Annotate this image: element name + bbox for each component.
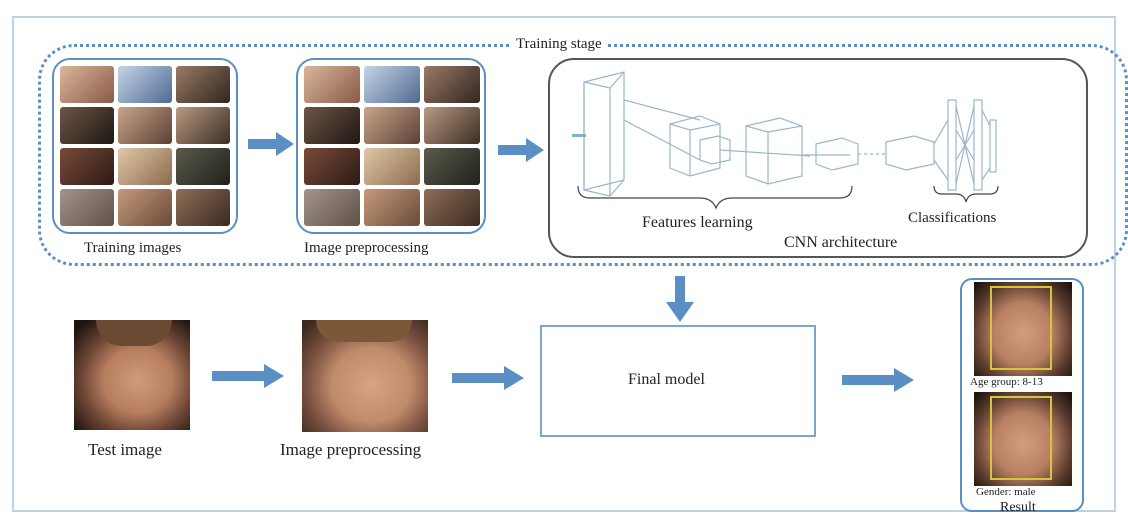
face-detection-box bbox=[990, 396, 1052, 480]
arrow-right-icon bbox=[498, 138, 544, 162]
cnn-architecture-label: CNN architecture bbox=[784, 234, 898, 251]
preprocessed-face-image bbox=[304, 148, 360, 185]
training-face-image bbox=[60, 148, 114, 185]
training-face-image bbox=[60, 189, 114, 226]
test-image bbox=[74, 320, 190, 430]
gender-label: Gender: male bbox=[976, 486, 1036, 498]
preprocessed-face-image bbox=[424, 148, 480, 185]
final-model-label: Final model bbox=[628, 371, 705, 388]
training-face-image bbox=[176, 189, 230, 226]
preprocessed-face-image bbox=[424, 66, 480, 103]
arrow-right-icon bbox=[452, 366, 524, 390]
result-label: Result bbox=[1000, 500, 1036, 515]
test-image-label: Test image bbox=[88, 440, 162, 459]
result-panel: Age group: 8-13 Gender: male bbox=[960, 278, 1084, 512]
result-age-image bbox=[974, 282, 1072, 376]
arrow-right-icon bbox=[842, 368, 914, 392]
arrow-right-icon bbox=[212, 364, 284, 388]
preprocessed-face-image bbox=[304, 189, 360, 226]
test-image-hair bbox=[96, 320, 172, 346]
training-face-image bbox=[118, 107, 172, 144]
features-brace bbox=[577, 185, 853, 210]
training-face-image bbox=[176, 107, 230, 144]
training-face-image bbox=[118, 66, 172, 103]
preprocessed-face-image bbox=[364, 66, 420, 103]
face-detection-box bbox=[990, 286, 1052, 370]
preprocessed-face-image bbox=[304, 66, 360, 103]
training-stage-title: Training stage bbox=[512, 36, 606, 53]
arrow-down-icon bbox=[666, 276, 694, 322]
preprocessed-images-panel bbox=[296, 58, 486, 234]
preprocessed-face-image bbox=[424, 107, 480, 144]
age-group-label: Age group: 8-13 bbox=[970, 376, 1043, 388]
training-face-image bbox=[60, 66, 114, 103]
training-face-image bbox=[176, 66, 230, 103]
result-gender-image bbox=[974, 392, 1072, 486]
preprocessed-test-image bbox=[302, 320, 428, 432]
training-face-image bbox=[118, 148, 172, 185]
preprocessed-face-image bbox=[364, 189, 420, 226]
training-face-image bbox=[60, 107, 114, 144]
final-model-box: Final model bbox=[540, 325, 816, 437]
image-preprocessing-label-bottom: Image preprocessing bbox=[280, 440, 422, 459]
training-images-panel bbox=[52, 58, 238, 234]
classifications-brace bbox=[933, 185, 999, 203]
arrow-right-icon bbox=[248, 132, 294, 156]
preprocessed-face-image bbox=[424, 189, 480, 226]
preprocessed-face-image bbox=[364, 107, 420, 144]
features-learning-label: Features learning bbox=[642, 214, 753, 231]
training-images-grid bbox=[60, 66, 230, 226]
preprocessed-face-image bbox=[304, 107, 360, 144]
training-images-label: Training images bbox=[84, 240, 182, 256]
preprocessed-face-image bbox=[364, 148, 420, 185]
image-preprocessing-label-top: Image preprocessing bbox=[304, 240, 429, 256]
figure-frame bbox=[12, 16, 1116, 512]
training-face-image bbox=[176, 148, 230, 185]
preprocessed-images-grid bbox=[304, 66, 480, 226]
classifications-label: Classifications bbox=[908, 210, 997, 226]
cnn-diagram bbox=[572, 71, 999, 210]
cnn-architecture-panel: Features learning Classifications CNN ar… bbox=[548, 58, 1088, 258]
preprocessed-image-hair bbox=[316, 320, 412, 342]
training-face-image bbox=[118, 189, 172, 226]
